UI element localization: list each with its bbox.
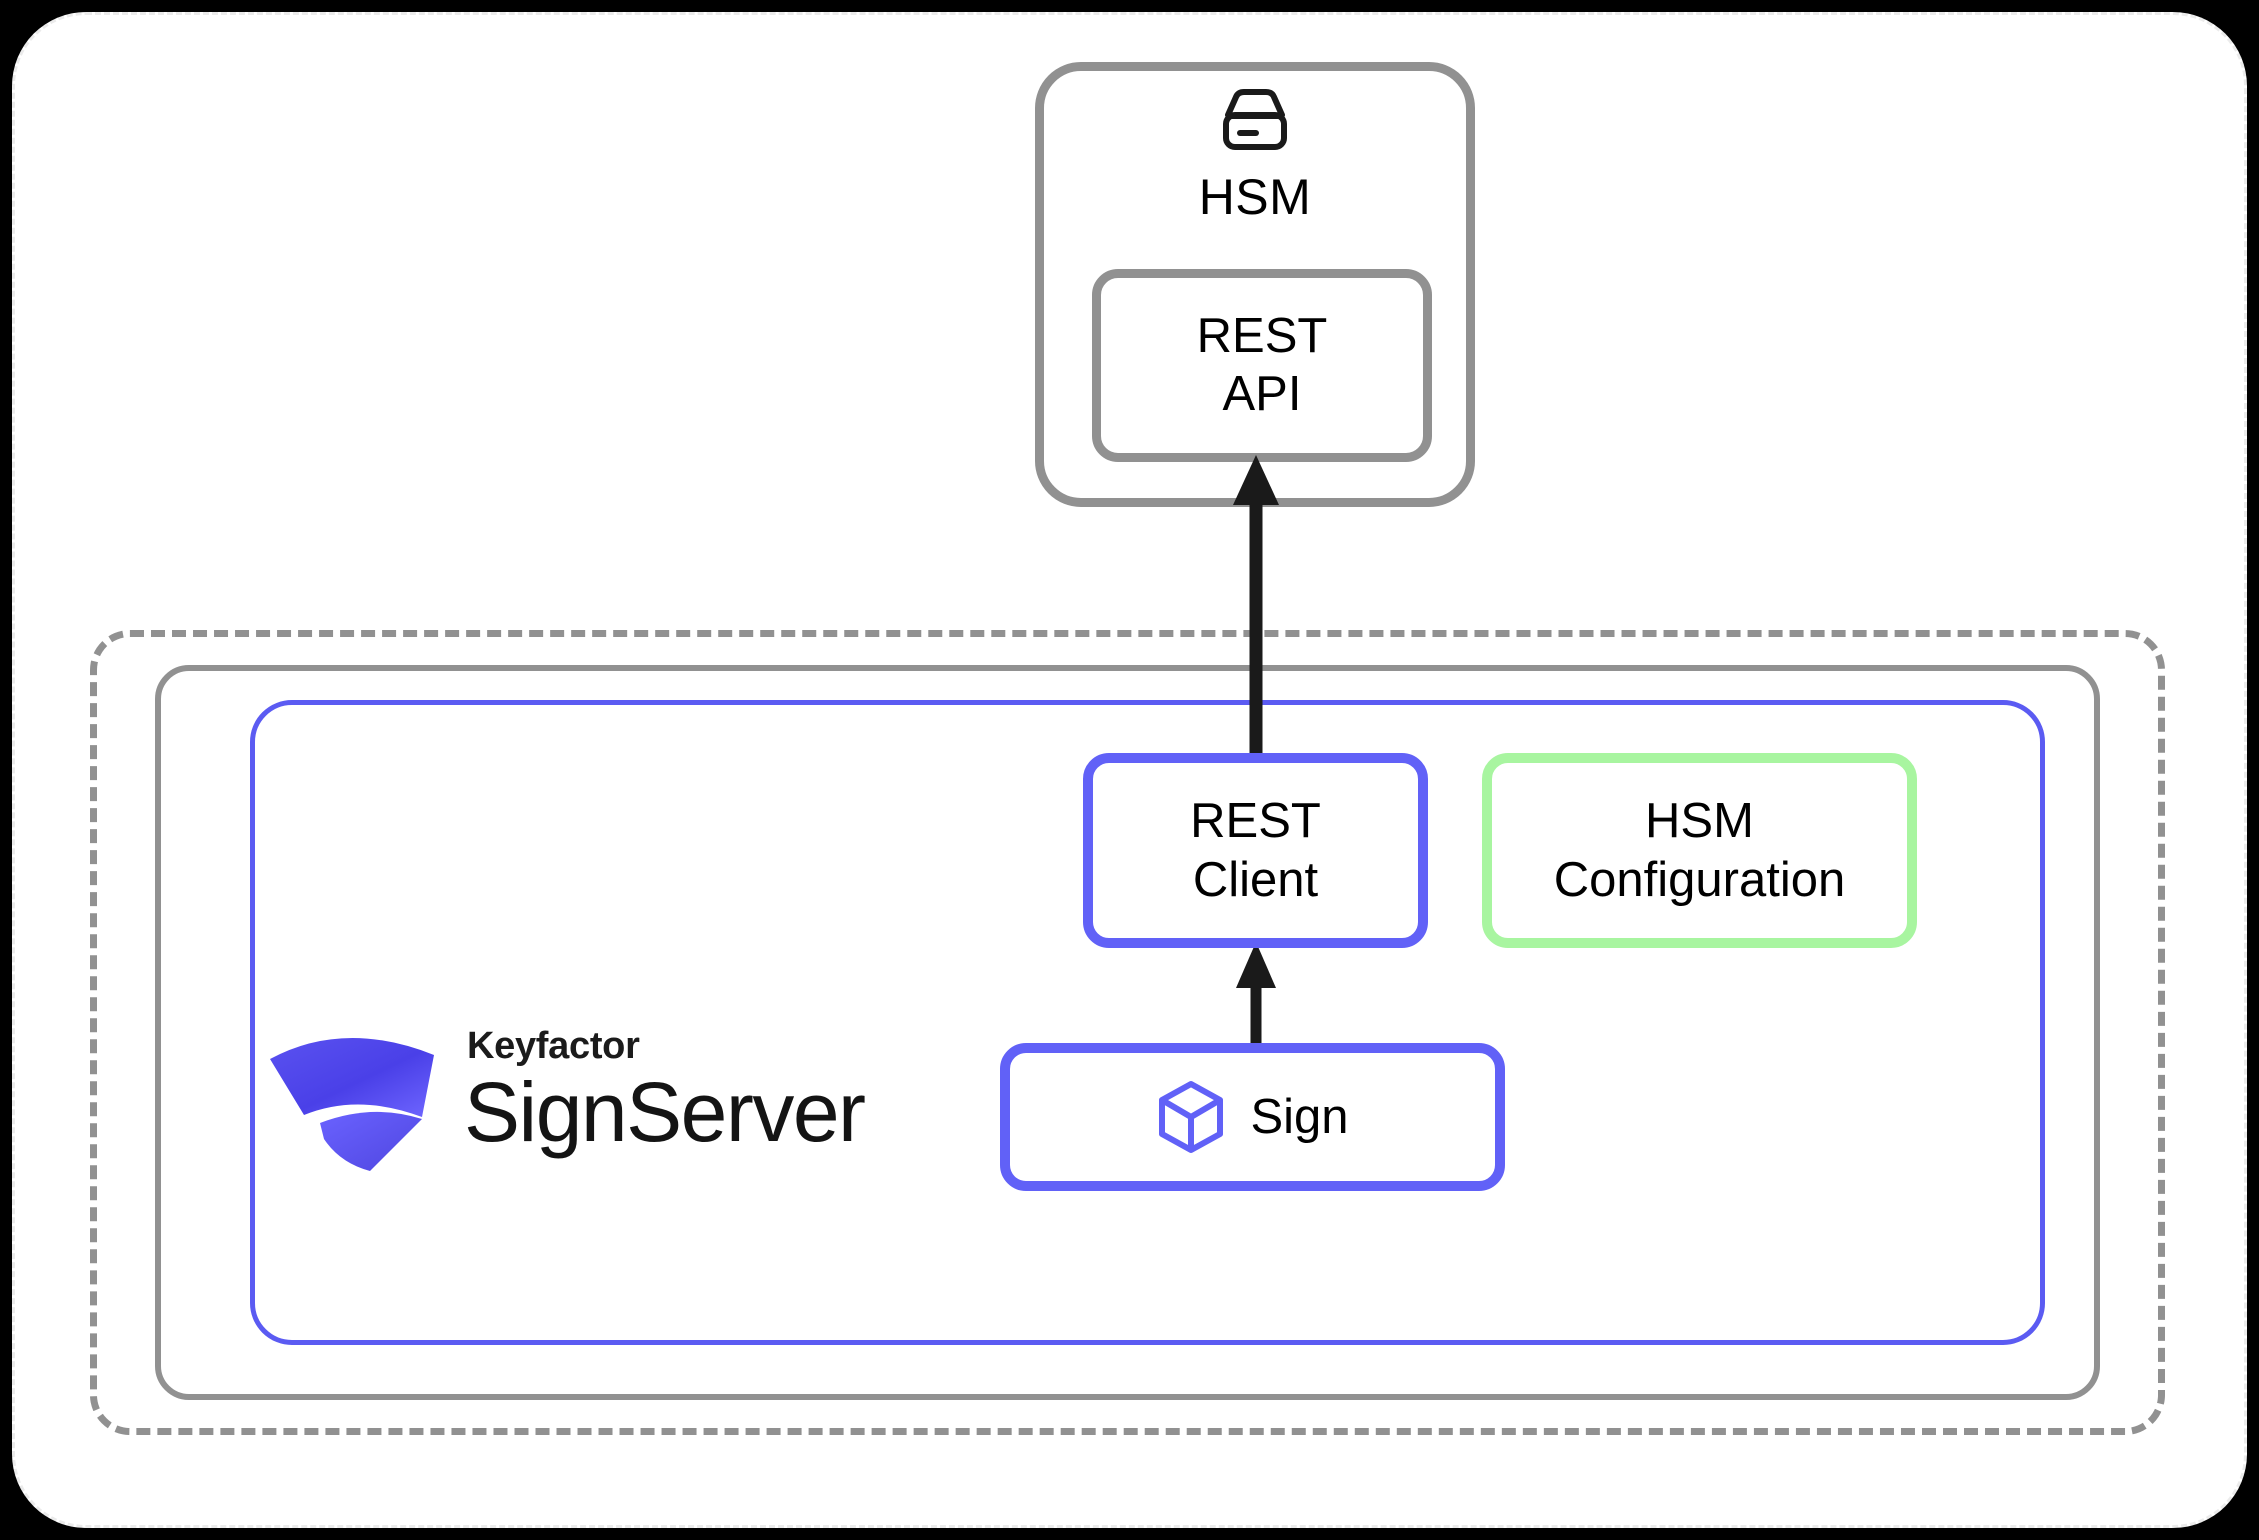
logo-wordmark: Keyfactor SignServer xyxy=(464,1024,866,1159)
logo-brand-text: Keyfactor xyxy=(467,1024,640,1067)
rest-api-label-line1: REST xyxy=(1196,308,1328,363)
cube-icon xyxy=(1159,1081,1224,1153)
hsm-configuration-label-line1: HSM xyxy=(1645,793,1754,848)
rest-client-label-line1: REST xyxy=(1190,793,1321,848)
rest-api-node: REST API xyxy=(1092,269,1432,462)
sign-label: Sign xyxy=(1250,1089,1349,1144)
hsm-configuration-node: HSM Configuration xyxy=(1482,753,1917,948)
rest-api-label-line2: API xyxy=(1222,366,1302,421)
hsm-device-label: HSM xyxy=(1198,169,1312,225)
hsm-device-container: HSM REST API xyxy=(1035,62,1475,507)
hsm-configuration-label-line2: Configuration xyxy=(1553,852,1846,907)
keyfactor-fan-mark-icon xyxy=(270,1037,434,1171)
hard-drive-icon xyxy=(1223,89,1287,150)
rest-client-node: REST Client xyxy=(1083,753,1428,948)
sign-worker-node: Sign xyxy=(1000,1043,1505,1191)
logo-product-text: SignServer xyxy=(464,1064,866,1159)
signserver-application-boundary xyxy=(250,700,2045,1345)
keyfactor-signserver-logo: Keyfactor SignServer xyxy=(262,1002,942,1182)
page-frame xyxy=(12,12,2247,1528)
rest-client-label-line2: Client xyxy=(1192,852,1319,907)
host-boundary xyxy=(155,665,2100,1400)
deployment-boundary-dashed xyxy=(90,630,2165,1435)
